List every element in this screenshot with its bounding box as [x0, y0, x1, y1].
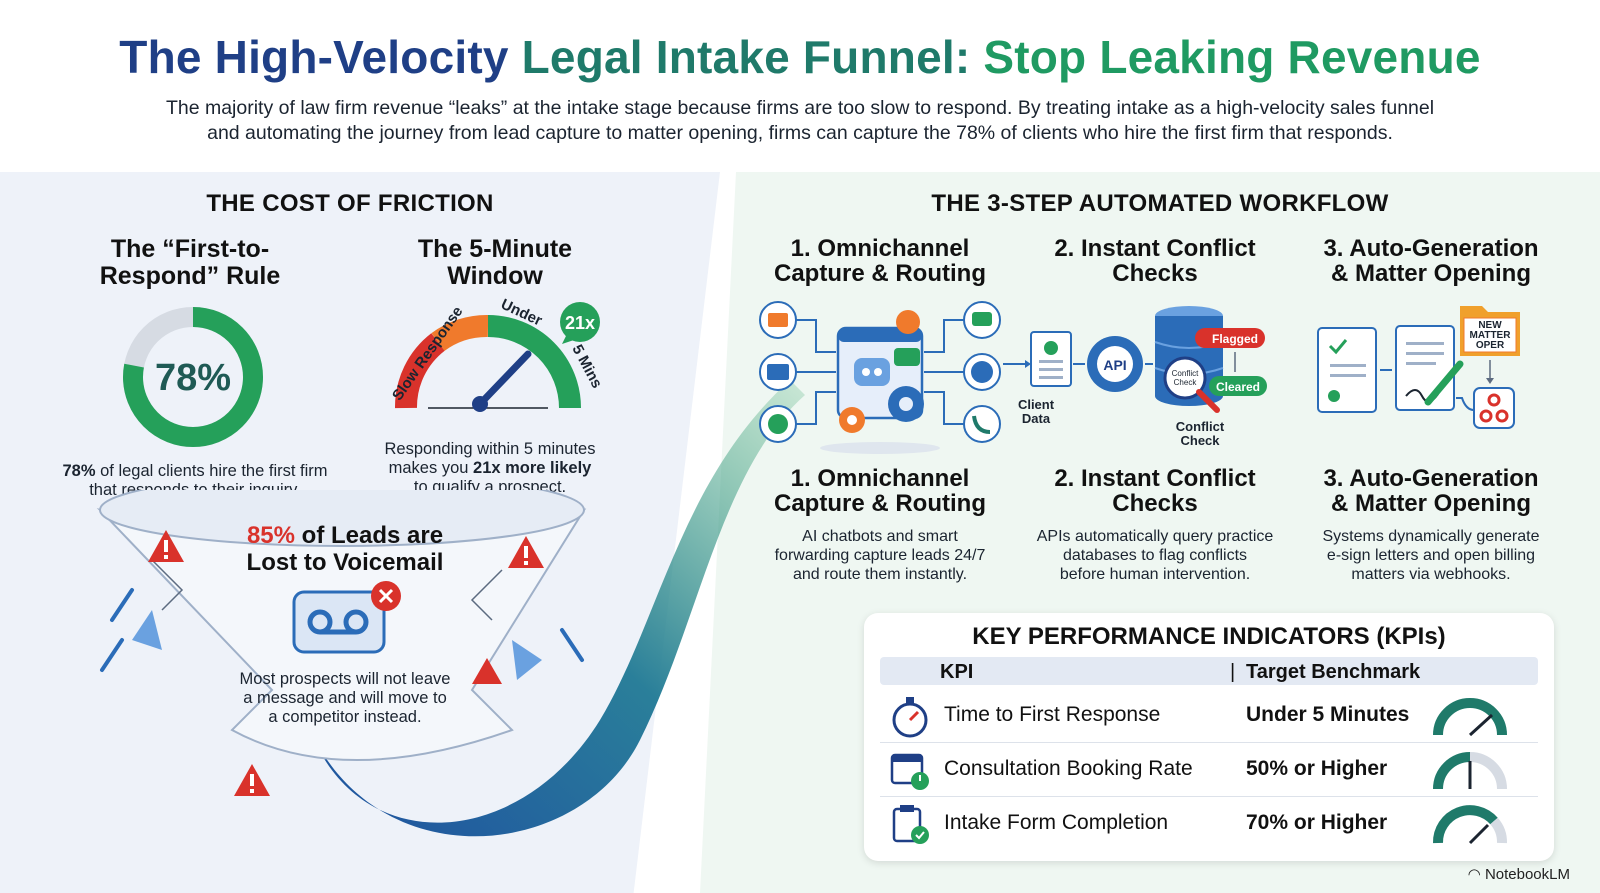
svg-text:Conflict: Conflict [1172, 369, 1199, 378]
voicemail-description: Most prospects will not leave a message … [239, 670, 451, 726]
kpi-gauge-icon [1432, 805, 1507, 845]
svg-text:Flagged: Flagged [1212, 332, 1258, 346]
kpi-gauge-icon [1433, 698, 1507, 737]
phone-icon [963, 405, 1001, 443]
voicemail-icon [292, 581, 401, 654]
omnichannel-capture-diagram [759, 301, 1001, 454]
warning-icon [508, 536, 544, 568]
voicemail-title: 85% of Leads are Lost to Voicemail [246, 522, 444, 576]
donut-percent-label: 78% [155, 357, 231, 399]
svg-text:API: API [1103, 357, 1126, 373]
warning-icon [472, 658, 502, 684]
step1-top-title: 1. Omnichannel Capture & Routing [774, 235, 986, 287]
conflict-check-diagram: API Conflict Check Flagged Cleared [1003, 306, 1267, 413]
notebooklm-brand: ◠ NotebookLM [1467, 866, 1570, 883]
clipboard-check-icon [892, 805, 929, 844]
kpi-table-header: KPI | Target Benchmark [880, 657, 1538, 685]
conflict-check-label: Conflict Check [1175, 419, 1225, 448]
speed-gauge: Slow Response Under 5 Mins [389, 296, 605, 412]
21x-badge: 21x [560, 302, 600, 344]
e-sign-letter-icon [1395, 325, 1455, 411]
kpi-row: Consultation Booking Rate 50% or Higher [880, 743, 1538, 797]
svg-text:NEW: NEW [1478, 320, 1502, 331]
kpi-row: Time to First Response Under 5 Minutes [880, 689, 1538, 743]
kpi-gauge-icon [1433, 752, 1507, 790]
svg-text:Cleared: Cleared [1216, 380, 1260, 394]
robot-icon [854, 358, 890, 386]
step2-description: APIs automatically query practice databa… [1036, 528, 1274, 583]
intro-paragraph: The majority of law firm revenue “leaks”… [165, 97, 1435, 144]
cost-of-friction-heading: THE COST OF FRICTION [206, 190, 494, 217]
five-minute-window-title: The 5-Minute Window [417, 235, 573, 290]
svg-text:MATTER: MATTER [1470, 330, 1512, 341]
step1-description: AI chatbots and smart forwarding capture… [774, 528, 986, 583]
warning-icon [234, 764, 270, 796]
kpi-title: KEY PERFORMANCE INDICATORS (KPIs) [972, 623, 1446, 650]
svg-text:OPER: OPER [1476, 340, 1505, 351]
target-column-header: Target Benchmark [1246, 661, 1421, 683]
flagged-badge [1195, 328, 1265, 348]
gear-icon [896, 310, 920, 334]
new-matter-folder-icon: NEW MATTER OPER [1460, 306, 1520, 356]
magnifier-icon [1163, 356, 1207, 400]
kpi-card: KEY PERFORMANCE INDICATORS (KPIs) KPI | … [864, 613, 1554, 861]
webhook-icon [1473, 387, 1515, 429]
step3-top-title: 3. Auto-Generation & Matter Opening [1323, 235, 1539, 287]
donut-fill-arc [123, 307, 263, 447]
svg-text:Check: Check [1174, 378, 1198, 387]
svg-text:21x: 21x [565, 313, 595, 333]
svg-text:Slow Response: Slow Response [389, 303, 467, 404]
gauge-needle [476, 350, 532, 408]
first-respond-donut-chart: 78% [123, 307, 263, 447]
kpi-row: Intake Form Completion 70% or Higher [880, 797, 1538, 851]
auto-generation-diagram: NEW MATTER OPER [1317, 306, 1520, 429]
client-data-document-icon [1030, 331, 1072, 387]
step2-top-title: 2. Instant Conflict Checks [1054, 235, 1256, 287]
five-minute-description: Responding within 5 minutes makes you 21… [384, 440, 596, 496]
warning-icon [148, 530, 184, 562]
checklist-document-icon [1317, 327, 1377, 413]
page-title: The High-Velocity Legal Intake Funnel: S… [119, 31, 1481, 83]
notebooklm-logo-icon: ◠ [1467, 866, 1485, 883]
client-data-label: Client Data [1017, 397, 1055, 426]
cleared-badge [1209, 376, 1267, 396]
step3-title: 3. Auto-Generation & Matter Opening [1323, 465, 1539, 517]
pen-icon [1424, 360, 1464, 406]
kpi-column-header: KPI [940, 661, 974, 683]
workflow-heading: THE 3-STEP AUTOMATED WORKFLOW [931, 190, 1389, 217]
step1-title: 1. Omnichannel Capture & Routing [774, 465, 986, 517]
stopwatch-icon [892, 697, 928, 738]
step2-title: 2. Instant Conflict Checks [1054, 465, 1256, 517]
first-to-respond-title: The “First-to- Respond” Rule [99, 235, 281, 290]
calendar-clock-icon [890, 753, 929, 790]
step3-description: Systems dynamically generate e-sign lett… [1322, 528, 1540, 583]
